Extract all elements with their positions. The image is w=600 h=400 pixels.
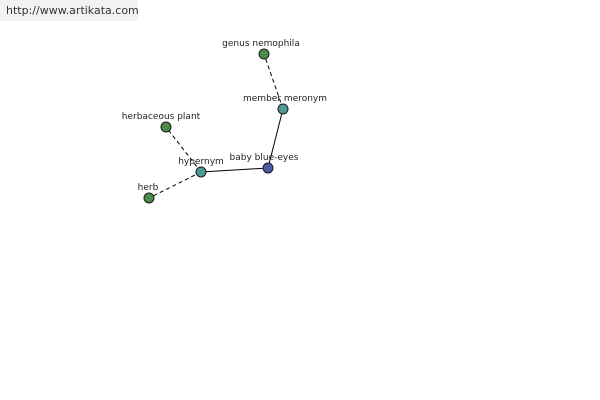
node-label-herb[interactable]: herb xyxy=(138,183,159,193)
node-marker-genus-nemophila[interactable] xyxy=(258,48,270,60)
node-herbaceous-plant[interactable]: herbaceous plant xyxy=(122,112,201,133)
node-marker-herbaceous-plant[interactable] xyxy=(160,121,172,133)
node-marker-hypernym[interactable] xyxy=(195,166,207,178)
node-label-herbaceous-plant[interactable]: herbaceous plant xyxy=(122,112,201,122)
node-label-member-meronym[interactable]: member meronym xyxy=(243,94,327,104)
node-marker-herb[interactable] xyxy=(143,192,155,204)
node-label-genus-nemophila[interactable]: genus nemophila xyxy=(222,39,300,49)
node-label-hypernym[interactable]: hypernym xyxy=(178,157,224,167)
node-genus-nemophila[interactable]: genus nemophila xyxy=(222,39,300,60)
node-baby-blue-eyes[interactable]: baby blue-eyes xyxy=(230,153,299,174)
node-herb[interactable]: herb xyxy=(138,183,159,204)
node-label-baby-blue-eyes[interactable]: baby blue-eyes xyxy=(230,153,299,163)
graph-nodes: baby blue-eyes member meronym hypernym genu… xyxy=(122,39,327,204)
edge-baby-blue-eyes-to-hypernym xyxy=(200,167,269,173)
site-url-banner[interactable]: http://www.artikata.com xyxy=(0,0,139,21)
node-hypernym[interactable]: hypernym xyxy=(178,157,224,178)
node-marker-member-meronym[interactable] xyxy=(277,103,289,115)
edge-member-meronym-to-genus-nemophila xyxy=(263,53,284,110)
graph-edges xyxy=(148,53,284,199)
node-member-meronym[interactable]: member meronym xyxy=(243,94,327,115)
edge-hypernym-to-herbaceous-plant xyxy=(165,126,202,173)
edge-hypernym-to-herb xyxy=(148,171,202,199)
node-marker-baby-blue-eyes[interactable] xyxy=(262,162,274,174)
edge-baby-blue-eyes-to-member-meronym xyxy=(267,108,284,169)
